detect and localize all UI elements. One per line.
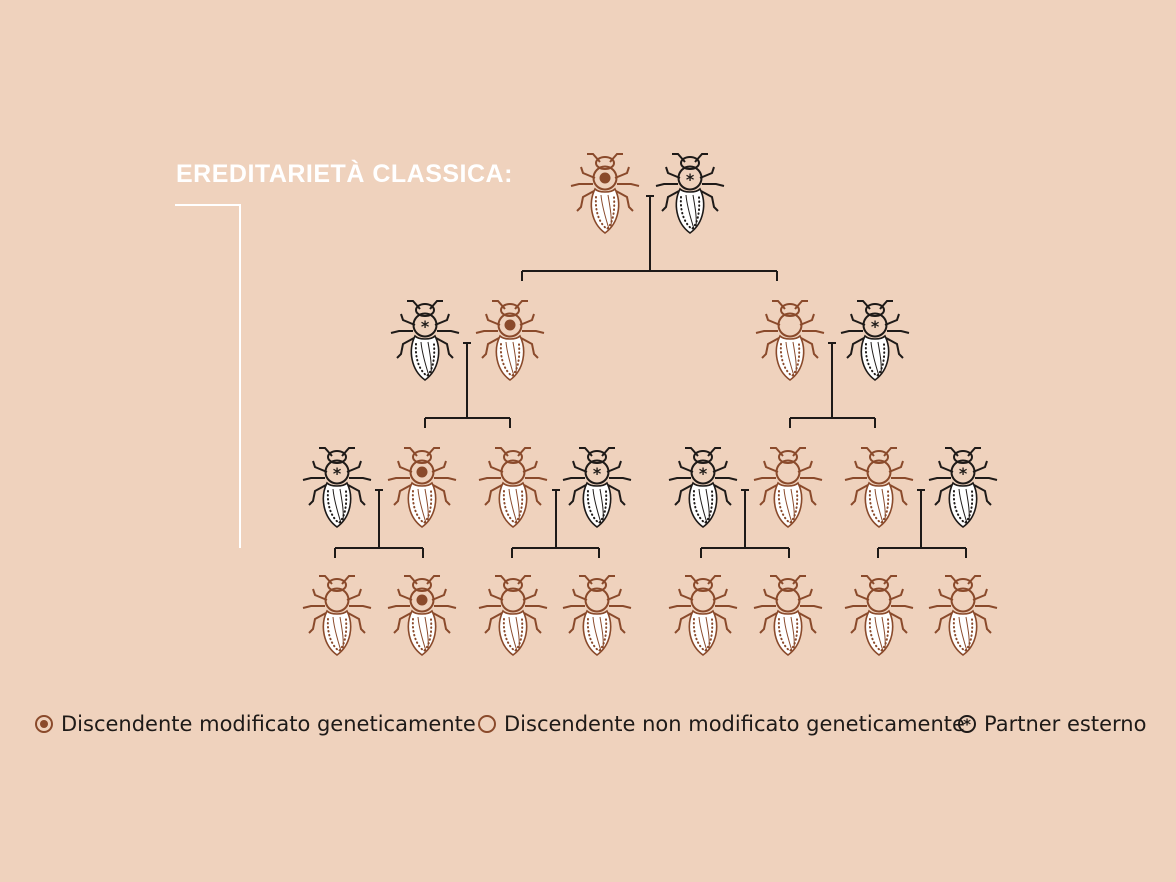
legend-label-unmodified: Discendente non modificato geneticamente <box>504 712 965 736</box>
fly-gen3-1-partner: * <box>302 447 372 528</box>
fly-gen4-5-unmodified <box>668 575 738 656</box>
fly-gen3-8-partner: * <box>928 447 998 528</box>
fly-gen3-5-partner: * <box>668 447 738 528</box>
fly-gen2-3-unmodified <box>755 300 825 381</box>
title-bracket-line <box>175 204 241 548</box>
fly-gen1-1-modified <box>570 153 640 234</box>
fly-gen3-7-unmodified <box>844 447 914 528</box>
unmodified-symbol-icon <box>478 715 496 733</box>
legend-item-unmodified: Discendente non modificato geneticamente <box>477 711 965 737</box>
svg-text:*: * <box>963 716 971 734</box>
svg-text:*: * <box>333 464 342 483</box>
fly-gen4-6-unmodified <box>753 575 823 656</box>
svg-text:*: * <box>699 464 708 483</box>
fly-gen4-8-unmodified <box>928 575 998 656</box>
legend-item-partner: * Partner esterno <box>957 711 1146 737</box>
fly-gen2-1-partner: * <box>390 300 460 381</box>
legend-label-partner: Partner esterno <box>984 712 1147 736</box>
fly-gen4-4-unmodified <box>562 575 632 656</box>
svg-text:*: * <box>593 464 602 483</box>
fly-gen4-7-unmodified <box>844 575 914 656</box>
legend-label-modified: Discendente modificato geneticamente <box>61 712 476 736</box>
svg-text:*: * <box>871 317 880 336</box>
fly-gen4-1-unmodified <box>302 575 372 656</box>
modified-symbol-icon <box>35 715 53 733</box>
fly-gen2-2-modified <box>475 300 545 381</box>
svg-text:*: * <box>686 170 695 189</box>
legend-item-modified: Discendente modificato geneticamente <box>34 711 476 737</box>
fly-gen3-6-unmodified <box>753 447 823 528</box>
svg-text:*: * <box>959 464 968 483</box>
fly-gen3-4-partner: * <box>562 447 632 528</box>
fly-gen3-3-unmodified <box>478 447 548 528</box>
fly-gen1-2-partner: * <box>655 153 725 234</box>
fly-gen4-2-modified <box>387 575 457 656</box>
svg-text:*: * <box>421 317 430 336</box>
inheritance-tree: * * * * * * * <box>302 153 998 656</box>
partner-symbol-icon: * <box>958 715 976 734</box>
fly-gen4-3-unmodified <box>478 575 548 656</box>
fly-gen2-4-partner: * <box>840 300 910 381</box>
diagram-title: EREDITARIETÀ CLASSICA: <box>176 160 513 188</box>
fly-gen3-2-modified <box>387 447 457 528</box>
